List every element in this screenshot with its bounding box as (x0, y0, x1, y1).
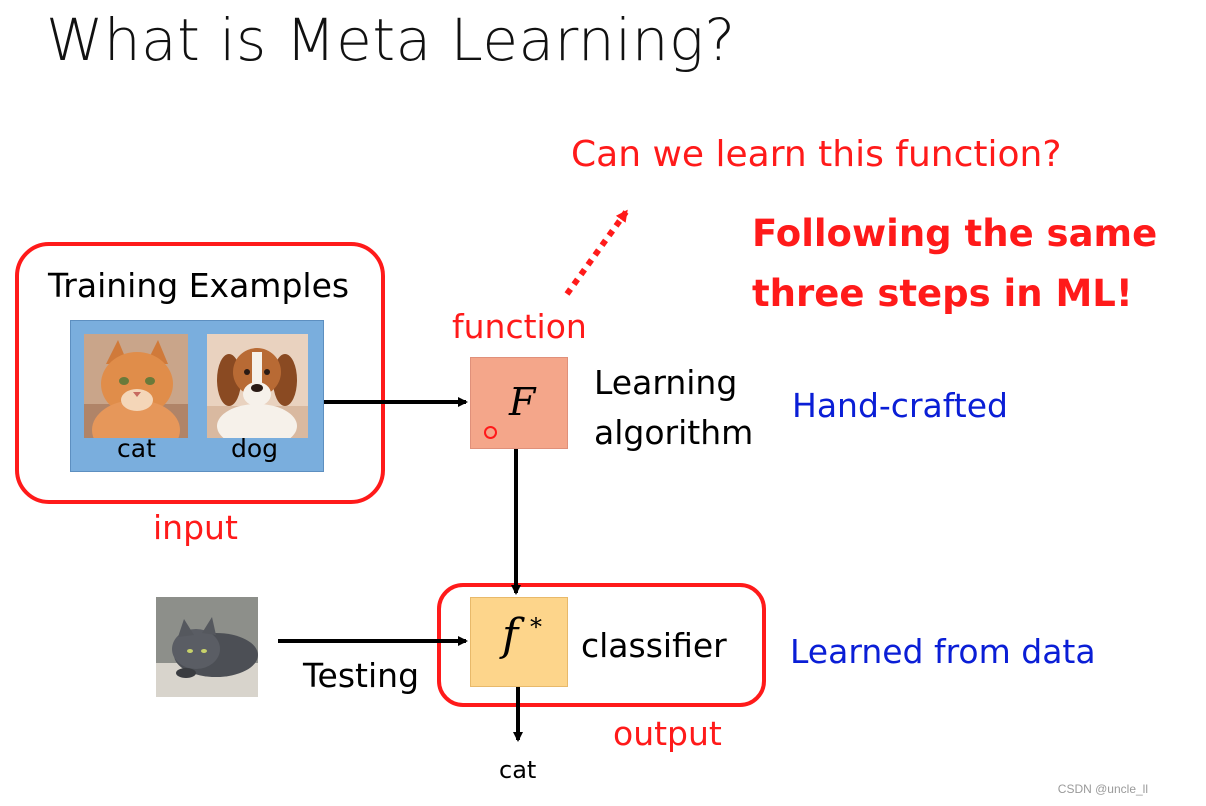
learning-line-2: algorithm (594, 413, 754, 452)
emphasis-text: Following the same three steps in ML! (752, 204, 1157, 324)
dog-photo (207, 334, 308, 438)
classifier-symbol: f (502, 610, 519, 661)
function-symbol: F (509, 380, 536, 424)
dotted-question-arrow (564, 209, 629, 296)
learning-algorithm-label: Learning algorithm (594, 358, 753, 458)
question-text: Can we learn this function? (571, 134, 1062, 175)
classifier-star: * (530, 613, 542, 641)
emphasis-line-1: Following the same (752, 212, 1158, 255)
cat-photo (84, 334, 188, 438)
testing-label: Testing (303, 656, 420, 695)
output-label: output (613, 714, 722, 753)
learned-from-data-label: Learned from data (790, 632, 1096, 671)
output-cat-label: cat (499, 756, 537, 784)
output-highlight-box (437, 583, 766, 707)
function-label: function (452, 307, 587, 346)
test-cat-photo (156, 597, 258, 697)
cursor-indicator (484, 426, 497, 439)
input-highlight-box (15, 242, 385, 504)
emphasis-line-2: three steps in ML! (752, 272, 1133, 315)
cat-caption: cat (117, 434, 156, 463)
watermark: CSDN @uncle_ll (1057, 782, 1148, 796)
classifier-box (470, 597, 568, 687)
slide-title: What is Meta Learning? (46, 6, 736, 74)
training-examples-label: Training Examples (48, 266, 350, 305)
input-label: input (153, 508, 238, 547)
learning-line-1: Learning (594, 363, 738, 402)
dog-caption: dog (231, 434, 279, 463)
hand-crafted-label: Hand-crafted (792, 386, 1008, 425)
classifier-label: classifier (581, 626, 727, 665)
